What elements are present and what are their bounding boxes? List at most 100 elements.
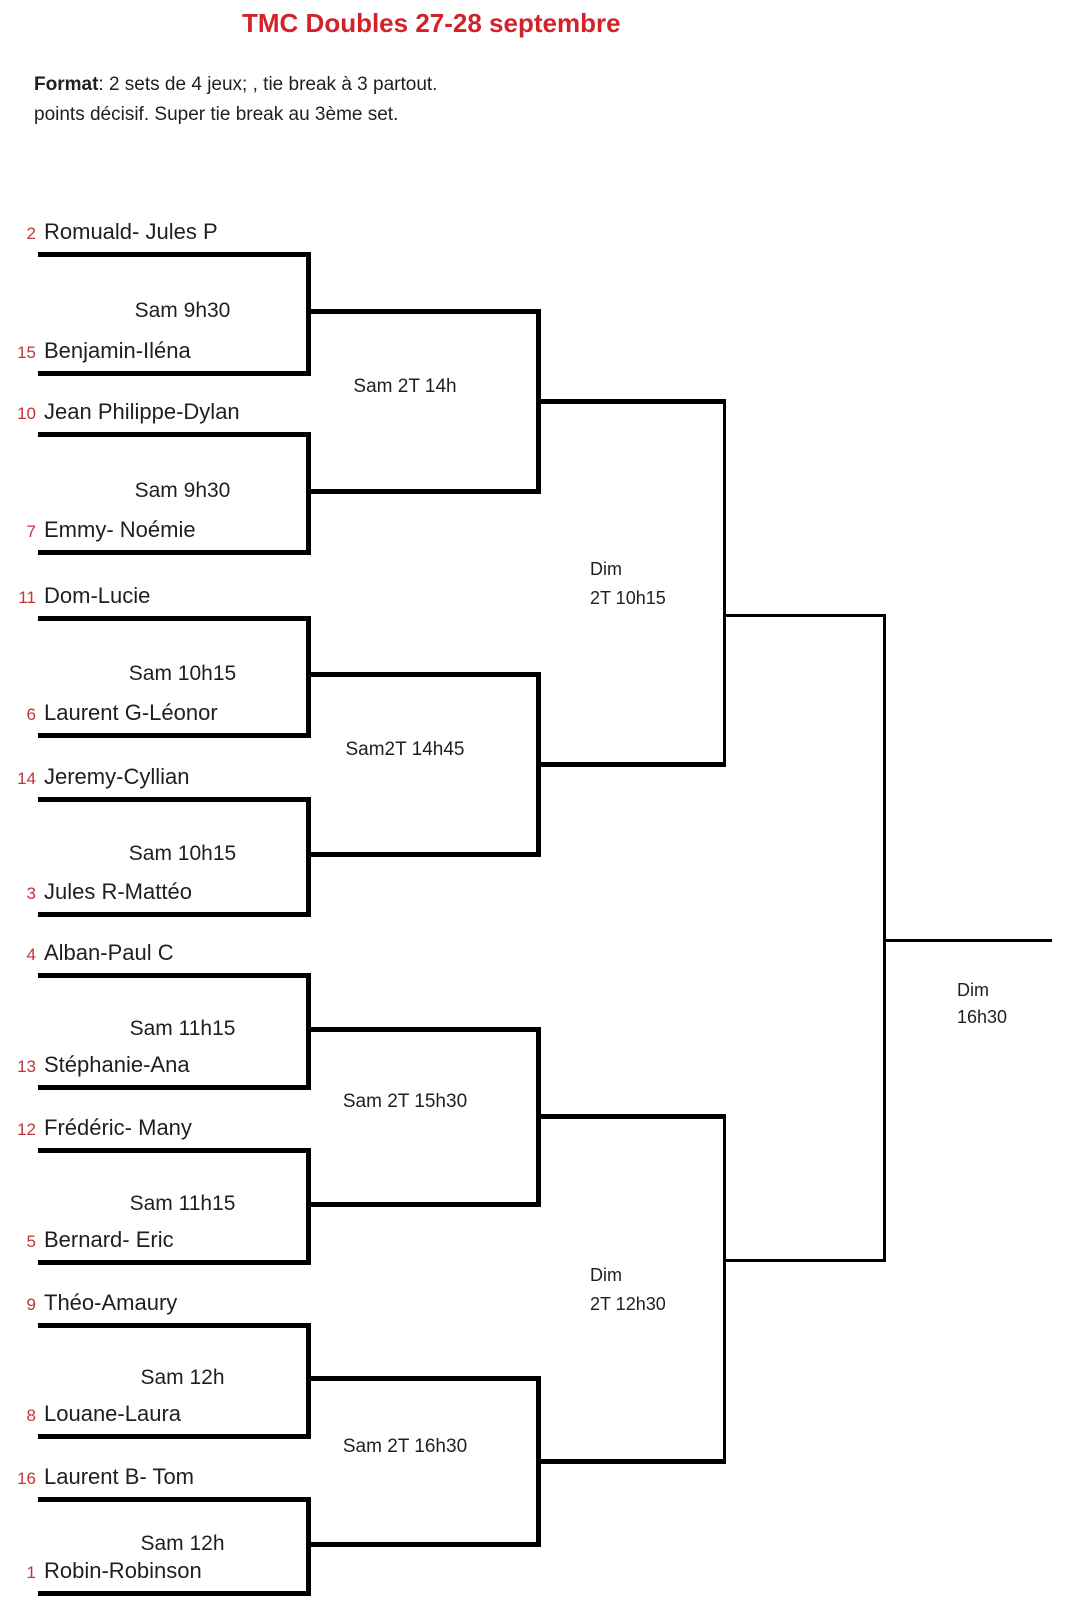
match-time: Sam 10h15 (128, 662, 237, 685)
match-hour: 2T 12h30 (590, 1294, 666, 1314)
match-hour: 16h30 (957, 1007, 1008, 1027)
team-name: Romuald- Jules P (44, 219, 218, 244)
team-name: Laurent G-Léonor (44, 700, 218, 725)
match-time: Sam 12h (140, 1532, 225, 1555)
seed-number: 12 (17, 1120, 36, 1139)
bracket-feed (536, 399, 726, 404)
team-row: 12 Frédéric- Many (0, 1115, 192, 1141)
format-line-1-text: : 2 sets de 4 jeux; , tie break à 3 part… (98, 74, 438, 95)
team-underline (38, 733, 311, 738)
team-underline (38, 1497, 311, 1502)
bracket-feed (306, 1202, 541, 1207)
bracket-connector (723, 1114, 726, 1464)
format-line-1: Format: 2 sets de 4 jeux; , tie break à … (34, 70, 437, 100)
seed-number: 2 (26, 224, 36, 243)
bracket-feed (723, 1259, 886, 1262)
bracket-feed (306, 1027, 541, 1032)
team-row: 5 Bernard- Eric (0, 1227, 174, 1253)
team-underline (38, 973, 311, 978)
team-underline (38, 550, 311, 555)
bracket-feed (306, 672, 541, 677)
seed-number: 10 (17, 404, 36, 423)
team-name: Jules R-Mattéo (44, 879, 192, 904)
format-note: Format: 2 sets de 4 jeux; , tie break à … (34, 70, 437, 130)
match-time: Sam 10h15 (128, 842, 237, 865)
match-time: Sam 2T 16h30 (342, 1436, 468, 1457)
seed-number: 14 (17, 769, 36, 788)
team-underline (38, 252, 311, 257)
team-name: Benjamin-Iléna (44, 338, 191, 363)
team-name: Louane-Laura (44, 1401, 182, 1426)
bracket-feed (306, 309, 541, 314)
match-time: Sam 11h15 (129, 1017, 236, 1040)
bracket-feed (306, 1376, 541, 1381)
bracket-feed (723, 614, 886, 617)
team-row: 14 Jeremy-Cyllian (0, 764, 189, 790)
team-name: Jean Philippe-Dylan (44, 399, 240, 424)
team-underline (38, 1434, 311, 1439)
match-day: Dim (590, 559, 622, 579)
match-time: Sam2T 14h45 (345, 739, 465, 760)
bracket-connector (306, 252, 311, 376)
bracket-feed (306, 852, 541, 857)
team-name: Bernard- Eric (44, 1227, 174, 1252)
team-name: Frédéric- Many (44, 1115, 192, 1140)
match-time: Sam 2T 15h30 (342, 1091, 468, 1112)
match-time: Sam 2T 14h (353, 376, 457, 397)
final-time: Dim 16h30 (957, 977, 1075, 1031)
team-name: Théo-Amaury (44, 1290, 178, 1315)
seed-number: 3 (26, 884, 36, 903)
team-name: Alban-Paul C (44, 940, 174, 965)
team-name: Laurent B- Tom (44, 1464, 195, 1489)
team-row: 3 Jules R-Mattéo (0, 879, 192, 905)
team-underline (38, 1591, 311, 1596)
format-label: Format (34, 74, 99, 95)
seed-number: 6 (26, 705, 36, 724)
team-row: 10 Jean Philippe-Dylan (0, 399, 240, 425)
seed-number: 4 (26, 945, 36, 964)
final-winner-line (883, 939, 1052, 942)
team-underline (38, 432, 311, 437)
match-time: Dim 2T 12h30 (590, 1261, 750, 1319)
team-underline (38, 1085, 311, 1090)
team-underline (38, 912, 311, 917)
bracket-connector (723, 399, 726, 767)
team-row: 4 Alban-Paul C (0, 940, 174, 966)
team-name: Robin-Robinson (44, 1558, 202, 1583)
team-underline (38, 371, 311, 376)
team-row: 2 Romuald- Jules P (0, 219, 218, 245)
team-underline (38, 1148, 311, 1153)
team-name: Jeremy-Cyllian (44, 764, 190, 789)
match-hour: 2T 10h15 (590, 588, 666, 608)
seed-number: 5 (26, 1232, 36, 1251)
team-row: 6 Laurent G-Léonor (0, 700, 218, 726)
match-time: Sam 9h30 (134, 479, 231, 502)
match-time: Dim 2T 10h15 (590, 555, 750, 613)
bracket-connector (306, 616, 311, 738)
match-time: Sam 9h30 (134, 299, 231, 322)
bracket-feed (306, 489, 541, 494)
team-underline (38, 616, 311, 621)
team-underline (38, 1260, 311, 1265)
team-underline (38, 797, 311, 802)
bracket-feed (536, 1114, 726, 1119)
seed-number: 7 (26, 522, 36, 541)
match-time: Sam 12h (140, 1366, 225, 1389)
format-line-2: points décisif. Super tie break au 3ème … (34, 104, 399, 125)
seed-number: 15 (17, 343, 36, 362)
team-underline (38, 1323, 311, 1328)
match-day: Dim (590, 1265, 622, 1285)
match-time: Sam 11h15 (129, 1192, 236, 1215)
team-row: 15 Benjamin-Iléna (0, 338, 191, 364)
match-day: Dim (957, 980, 989, 1000)
seed-number: 13 (17, 1057, 36, 1076)
team-name: Stéphanie-Ana (44, 1052, 190, 1077)
team-name: Dom-Lucie (44, 583, 151, 608)
bracket-connector (883, 614, 886, 1262)
